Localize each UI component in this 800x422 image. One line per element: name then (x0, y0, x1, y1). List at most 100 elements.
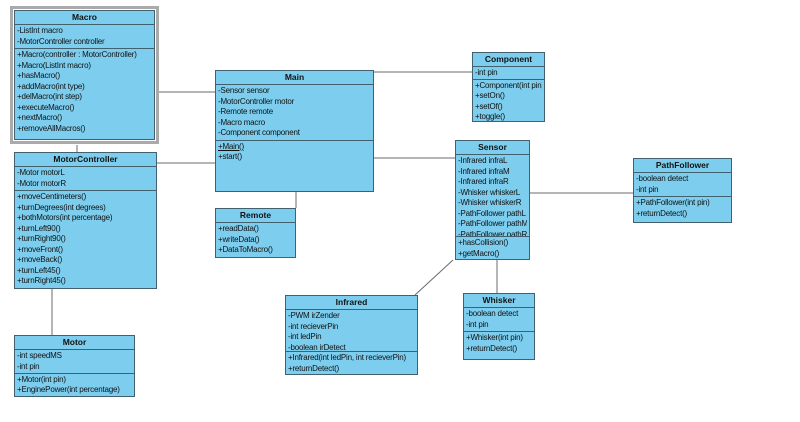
attribute-row: -boolean detect (636, 174, 689, 183)
method-row: +returnDetect() (636, 208, 688, 218)
method-row: +moveFront() (17, 244, 63, 254)
attributes-compartment: -Motor motorL-Motor motorR (15, 166, 156, 190)
method-row: +Macro(ListInt macro) (17, 60, 91, 70)
attribute-row: -Whisker whiskerR (458, 198, 522, 207)
method-row: +bothMotors(int percentage) (17, 213, 113, 222)
class-box-main[interactable]: Main -Sensor sensor-MotorController motor… (215, 70, 374, 192)
attribute-row: -MotorController motor (218, 96, 295, 106)
methods-compartment: +moveCentimeters()+turnDegrees(int degre… (15, 190, 156, 288)
method-row: +PathFollower(int pin) (636, 198, 710, 207)
method-row: +Whisker(int pin) (466, 333, 523, 342)
method-row: +executeMacro() (17, 102, 75, 112)
attribute-row: -Motor motorL (17, 168, 65, 177)
class-title-component: Component (484, 54, 533, 64)
method-row: +setOf() (475, 101, 503, 111)
class-box-pathfollower[interactable]: PathFollower-boolean detect-int pin+Path… (633, 158, 732, 223)
method-row: +EnginePower(int percentage) (17, 385, 120, 394)
method-row: +Motor(int pin) (17, 374, 66, 384)
method-row: +hasCollision() (458, 238, 509, 248)
class-box-motorcontroller[interactable]: MotorController -Motor motorL-Motor motor… (14, 152, 157, 289)
attribute-row: -Remote remote (218, 107, 273, 116)
method-row: +Component(int pin) (475, 80, 542, 90)
methods-compartment: +hasCollision()+getMacro() (456, 236, 529, 259)
attribute-row: -Component component (218, 128, 300, 137)
attribute-row: -Infrared infraR (458, 177, 509, 186)
method-row: +turnLeft90() (17, 223, 61, 233)
class-title-infrared: Infrared (335, 297, 368, 307)
attribute-row: -Whisker whiskerL (458, 187, 520, 197)
attribute-row: -boolean irDetect (288, 342, 346, 352)
method-row: +readData() (218, 224, 259, 233)
class-box-macro[interactable]: Macro -ListInt macro-MotorController cont… (10, 6, 159, 144)
attributes-compartment: -int speedMS-int pin (15, 349, 134, 373)
class-title-remote: Remote (239, 210, 272, 220)
attribute-row: -MotorController controller (17, 36, 105, 46)
methods-compartment: +PathFollower(int pin)+returnDetect() (634, 196, 731, 222)
attribute-row: -int ledPin (288, 332, 322, 341)
attribute-row: -Infrared infraL (458, 156, 508, 165)
attribute-row: -Infrared infraM (458, 166, 510, 176)
class-title-whisker: Whisker (482, 295, 516, 305)
class-title-macro: Macro (71, 12, 98, 22)
class-title-main: Main (284, 72, 305, 82)
attributes-compartment: -PWM irZender-int recieverPin-int ledPin… (286, 309, 417, 351)
method-row: +turnRight45() (17, 276, 66, 285)
methods-compartment: +Whisker(int pin)+returnDetect() (464, 331, 534, 359)
method-row: +nextMacro() (17, 113, 62, 122)
attribute-row: -PathFollower pathL (458, 208, 526, 218)
attributes-compartment: -Infrared infraL-Infrared infraM-Infrare… (456, 154, 529, 236)
method-row: +turnLeft45() (17, 265, 61, 275)
attribute-row: -Motor motorR (17, 178, 66, 188)
method-row: +Macro(controller : MotorController) (17, 50, 137, 59)
methods-compartment: +Infrared(int ledPin, int recieverPin)+r… (286, 351, 417, 374)
method-row: +turnDegrees(int degrees) (17, 202, 106, 212)
class-box-infrared[interactable]: Infrared -PWM irZender-int recieverPin-in… (285, 295, 418, 375)
attributes-compartment: -boolean detect-int pin (634, 172, 731, 196)
class-box-motor[interactable]: Motor-int speedMS-int pin+Motor(int pin)… (14, 335, 135, 397)
methods-compartment: +Component(int pin)+setOn()+setOf()+togg… (473, 78, 544, 121)
class-box-whisker[interactable]: Whisker-boolean detect-int pin+Whisker(i… (463, 293, 535, 360)
attribute-row: -boolean detect (466, 309, 519, 318)
class-title-motor: Motor (62, 337, 87, 347)
class-box-sensor[interactable]: Sensor -Infrared infraL-Infrared infraM-I… (455, 140, 530, 260)
class-box-component[interactable]: Component-int pin+Component(int pin)+set… (472, 52, 545, 122)
method-row: +removeAllMacros() (17, 123, 86, 133)
attribute-row: -PathFollower pathR (458, 229, 527, 237)
method-row: +toggle() (475, 112, 505, 121)
attribute-row: -int pin (17, 361, 40, 371)
attribute-row: -int pin (475, 68, 498, 77)
method-row: +returnDetect() (466, 343, 518, 353)
attributes-compartment: -boolean detect-int pin (464, 307, 534, 331)
attributes-compartment: -int pin (473, 66, 544, 79)
method-row: +setOn() (475, 91, 505, 101)
method-row: +start() (218, 152, 242, 161)
class-title-motorcontroller: MotorController (53, 154, 118, 164)
method-row: +Infrared(int ledPin, int recieverPin) (288, 353, 407, 363)
attribute-row: -ListInt macro (17, 26, 63, 35)
connector-sensor-infrared[interactable] (414, 259, 454, 296)
class-title-sensor: Sensor (478, 142, 507, 152)
attribute-row: -PWM irZender (288, 311, 340, 320)
class-box-remote[interactable]: Remote +readData()+writeData()+DataToMacr… (215, 208, 296, 258)
attribute-row: -int speedMS (17, 351, 62, 360)
attributes-compartment: -ListInt macro-MotorController controlle… (15, 24, 154, 48)
attribute-row: -Sensor sensor (218, 86, 270, 95)
attributes-compartment: -Sensor sensor-MotorController motor-Rem… (216, 84, 373, 140)
attribute-row: -int recieverPin (288, 321, 339, 331)
method-row: +addMacro(int type) (17, 81, 85, 91)
methods-compartment: +readData()+writeData()+DataToMacro() (216, 222, 295, 257)
class-title-pathfollower: PathFollower (655, 160, 710, 170)
attribute-row: -int pin (466, 319, 489, 329)
method-row: +getMacro() (458, 248, 500, 258)
method-row: +turnRight90() (17, 234, 66, 243)
method-row: +DataToMacro() (218, 245, 273, 254)
method-row: +returnDetect() (288, 363, 340, 373)
method-row: +moveBack() (17, 255, 63, 264)
method-row: +writeData() (218, 234, 260, 244)
method-row: +delMacro(int step) (17, 92, 82, 101)
methods-compartment: +Motor(int pin)+EnginePower(int percenta… (15, 372, 134, 397)
method-row: +moveCentimeters() (17, 192, 87, 201)
attribute-row: -Macro macro (218, 117, 265, 127)
